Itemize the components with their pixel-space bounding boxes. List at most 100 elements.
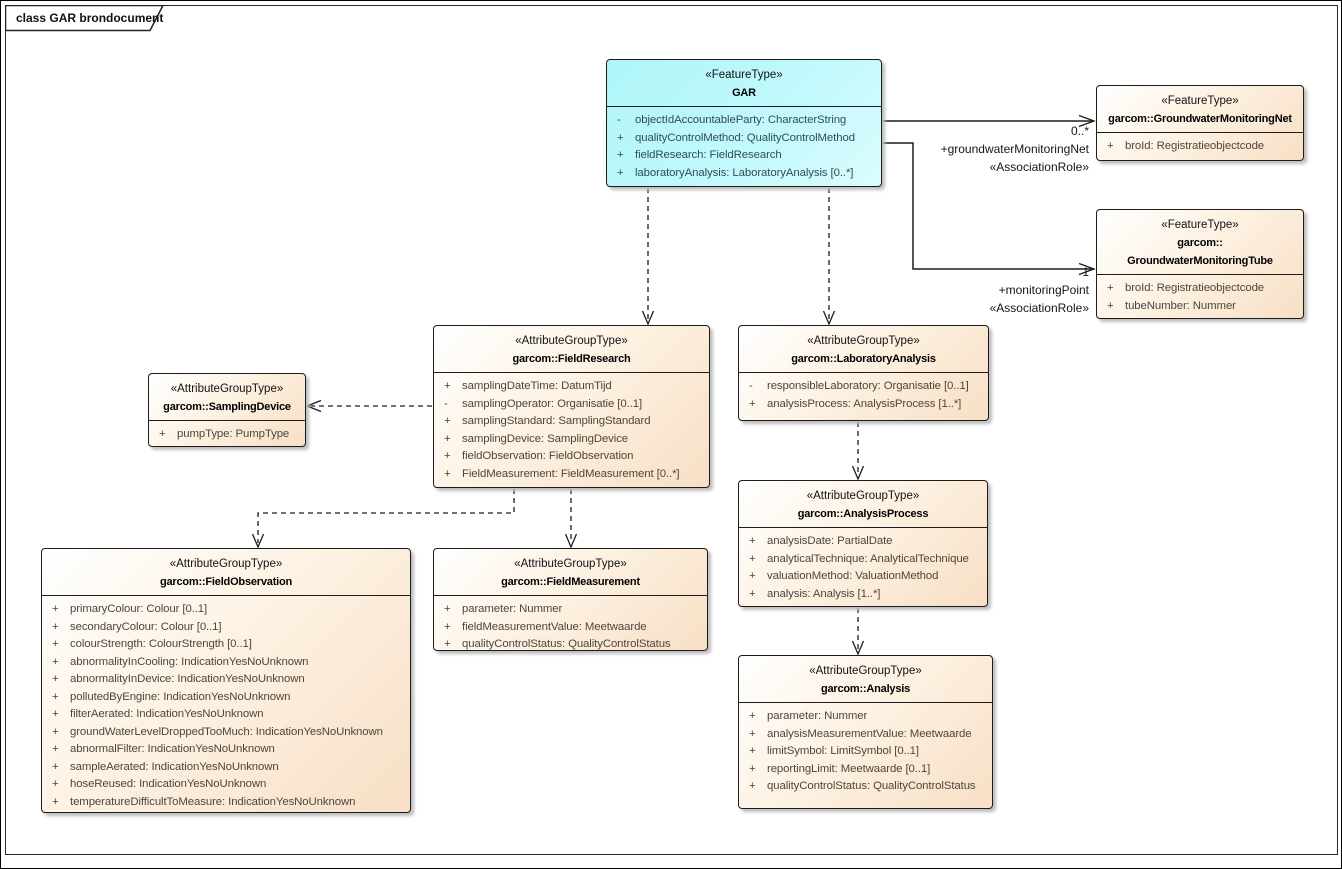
visibility-marker: + <box>52 620 59 633</box>
multiplicity-label: 0..* <box>1070 124 1089 138</box>
visibility-marker: + <box>749 397 756 410</box>
attribute-row: +qualityControlMethod: QualityControlMet… <box>617 130 879 148</box>
attribute-text: fieldObservation: FieldObservation <box>462 450 634 462</box>
association-gar-groundwater-monitoring-net[interactable] <box>882 114 1096 128</box>
attribute-row: +analysisDate: PartialDate <box>749 533 985 551</box>
attribute-row: +valuationMethod: ValuationMethod <box>749 568 985 586</box>
class-stereotype: «AttributeGroupType» <box>170 383 284 395</box>
class-name: garcom::GroundwaterMonitoringNet <box>1100 110 1300 128</box>
attribute-row: +laboratoryAnalysis: LaboratoryAnalysis … <box>617 165 879 183</box>
attribute-row: -responsibleLaboratory: Organisatie [0..… <box>749 378 986 396</box>
class-stereotype: «AttributeGroupType» <box>515 335 628 347</box>
role-name-label: +monitoringPoint <box>998 283 1089 297</box>
multiplicity-label: 1 <box>1082 265 1089 279</box>
attribute-row: +parameter: Nummer <box>749 708 990 726</box>
dependency-field-research-sampling-device[interactable] <box>305 399 432 413</box>
class-stereotype: «AttributeGroupType» <box>806 490 920 502</box>
attribute-row: + groundWaterLevelDroppedTooMuch: Indicat… <box>52 724 408 742</box>
visibility-marker: + <box>52 603 59 615</box>
class-name-line: garcom::SamplingDevice <box>163 401 291 413</box>
attribute-text: filterAerated: IndicationYesNoUnknown <box>70 708 264 720</box>
visibility-marker: + <box>617 131 624 144</box>
dependency-gar-field-research[interactable] <box>641 188 655 326</box>
attribute-text: samplingOperator: Organisatie [0..1] <box>462 397 643 410</box>
dependency-analysis-process-analysis[interactable] <box>851 608 865 656</box>
association-gar-groundwater-monitoring-tube[interactable] <box>882 142 1096 276</box>
class-fieldResearch[interactable]: «AttributeGroupType» garcom::FieldResear… <box>433 325 710 488</box>
visibility-marker: + <box>749 587 756 600</box>
attribute-row: +analysis: Analysis [1..*] <box>749 586 985 604</box>
class-header: «FeatureType» GAR <box>607 60 881 107</box>
class-name-line: garcom::FieldMeasurement <box>501 576 640 588</box>
class-stereotype: «AttributeGroupType» <box>809 665 922 677</box>
attribute-row: +FieldMeasurement: FieldMeasurement [0..… <box>444 466 707 484</box>
attribute-row: +qualityControlStatus: QualityControlSta… <box>749 778 990 796</box>
visibility-marker: + <box>52 725 59 738</box>
attribute-row: +analysisMeasurementValue: Meetwaarde <box>749 726 990 744</box>
class-header: «AttributeGroupType» garcom::LaboratoryA… <box>739 326 988 373</box>
class-stereotype: «AttributeGroupType» <box>169 558 283 570</box>
visibility-marker: + <box>1107 140 1114 152</box>
class-name: garcom::FieldResearch <box>437 350 706 368</box>
visibility-marker: + <box>749 535 756 547</box>
class-net[interactable]: «FeatureType» garcom::GroundwaterMonitor… <box>1096 85 1304 161</box>
attribute-text: reportingLimit: Meetwaarde [0..1] <box>767 762 931 775</box>
attribute-text: temperatureDifficultToMeasure: Indicatio… <box>70 795 356 808</box>
dependency-field-research-field-observation[interactable] <box>251 489 515 549</box>
attribute-text: groundWaterLevelDroppedTooMuch: Indicati… <box>70 725 383 738</box>
attribute-row: -objectIdAccountableParty: CharacterStri… <box>617 112 879 130</box>
class-name: garcom::GroundwaterMonitoringTube <box>1100 234 1300 270</box>
class-samplingDevice[interactable]: «AttributeGroupType» garcom::SamplingDev… <box>148 373 306 447</box>
attribute-text: FieldMeasurement: FieldMeasurement [0..*… <box>462 467 680 480</box>
attribute-compartment: -responsibleLaboratory: Organisatie [0..… <box>739 373 988 417</box>
attribute-text: objectIdAccountableParty: CharacterStrin… <box>635 114 847 126</box>
diagram-tab-shape <box>4 4 165 32</box>
attribute-text: fieldResearch: FieldResearch <box>635 149 782 161</box>
attribute-row: +parameter: Nummer <box>444 601 705 619</box>
attribute-row: +broId: Registratieobjectcode <box>1107 138 1301 156</box>
dependency-laboratory-analysis-analysis-process[interactable] <box>851 422 865 481</box>
attribute-row: +tubeNumber: Nummer <box>1107 298 1301 316</box>
association-label-groundwater-monitoring-net: 0..* +groundwaterMonitoringNet «Associat… <box>839 122 1089 176</box>
attribute-row: +qualityControlStatus: QualityControlSta… <box>444 636 705 650</box>
class-stereotype: «AttributeGroupType» <box>514 558 627 570</box>
attribute-row: +hoseReused: IndicationYesNoUnknown <box>52 776 408 794</box>
attribute-row: +pumpType: PumpType <box>159 426 303 444</box>
class-header: «AttributeGroupType» garcom::SamplingDev… <box>149 374 305 421</box>
attribute-text: analysisMeasurementValue: Meetwaarde <box>767 727 972 740</box>
attribute-compartment: +broId: Registratieobjectcode <box>1097 133 1303 160</box>
visibility-marker: + <box>444 380 451 392</box>
dependency-field-research-field-measurement[interactable] <box>564 489 578 549</box>
visibility-marker: + <box>52 795 59 808</box>
attribute-row: +abnormalityInCooling: IndicationYesNoUn… <box>52 654 408 672</box>
role-name-label: +groundwaterMonitoringNet <box>940 142 1089 156</box>
class-gar[interactable]: «FeatureType» GAR -objectIdAccountablePa… <box>606 59 882 187</box>
class-analysisProcess[interactable]: «AttributeGroupType» garcom::AnalysisPro… <box>738 480 988 607</box>
attribute-text: laboratoryAnalysis: LaboratoryAnalysis [… <box>635 166 854 179</box>
class-stereotype: «FeatureType» <box>1161 95 1239 107</box>
visibility-marker: + <box>444 603 451 615</box>
attribute-row: +analyticalTechnique: AnalyticalTechniqu… <box>749 551 985 569</box>
class-stereotype: «FeatureType» <box>1161 219 1239 231</box>
dependency-gar-laboratory-analysis[interactable] <box>822 188 836 326</box>
visibility-marker: + <box>1107 282 1114 294</box>
attribute-text: broId: Registratieobjectcode <box>1125 282 1265 294</box>
class-analysis[interactable]: «AttributeGroupType» garcom::Analysis +p… <box>738 655 993 809</box>
association-role-stereotype: «AssociationRole» <box>989 301 1089 315</box>
class-name-line: garcom::LaboratoryAnalysis <box>791 353 936 365</box>
visibility-marker: + <box>749 552 756 565</box>
attribute-row: + broId: Registratieobjectcode <box>1107 280 1301 298</box>
class-tube[interactable]: «FeatureType» garcom::GroundwaterMonitor… <box>1096 209 1304 319</box>
attribute-compartment: +pumpType: PumpType <box>149 421 305 446</box>
class-labAnalysis[interactable]: «AttributeGroupType» garcom::LaboratoryA… <box>738 325 989 421</box>
visibility-marker: + <box>52 638 59 650</box>
attribute-text: tubeNumber: Nummer <box>1125 299 1236 312</box>
visibility-marker: + <box>52 690 59 703</box>
attribute-row: +samplingDevice: SamplingDevice <box>444 431 707 449</box>
class-fieldMeasurement[interactable]: «AttributeGroupType» garcom::FieldMeasur… <box>433 548 708 651</box>
class-name: garcom::LaboratoryAnalysis <box>742 350 985 368</box>
class-name: garcom::FieldMeasurement <box>437 573 704 591</box>
class-fieldObservation[interactable]: «AttributeGroupType» garcom::FieldObserv… <box>41 548 411 813</box>
class-header: «FeatureType» garcom::GroundwaterMonitor… <box>1097 86 1303 133</box>
